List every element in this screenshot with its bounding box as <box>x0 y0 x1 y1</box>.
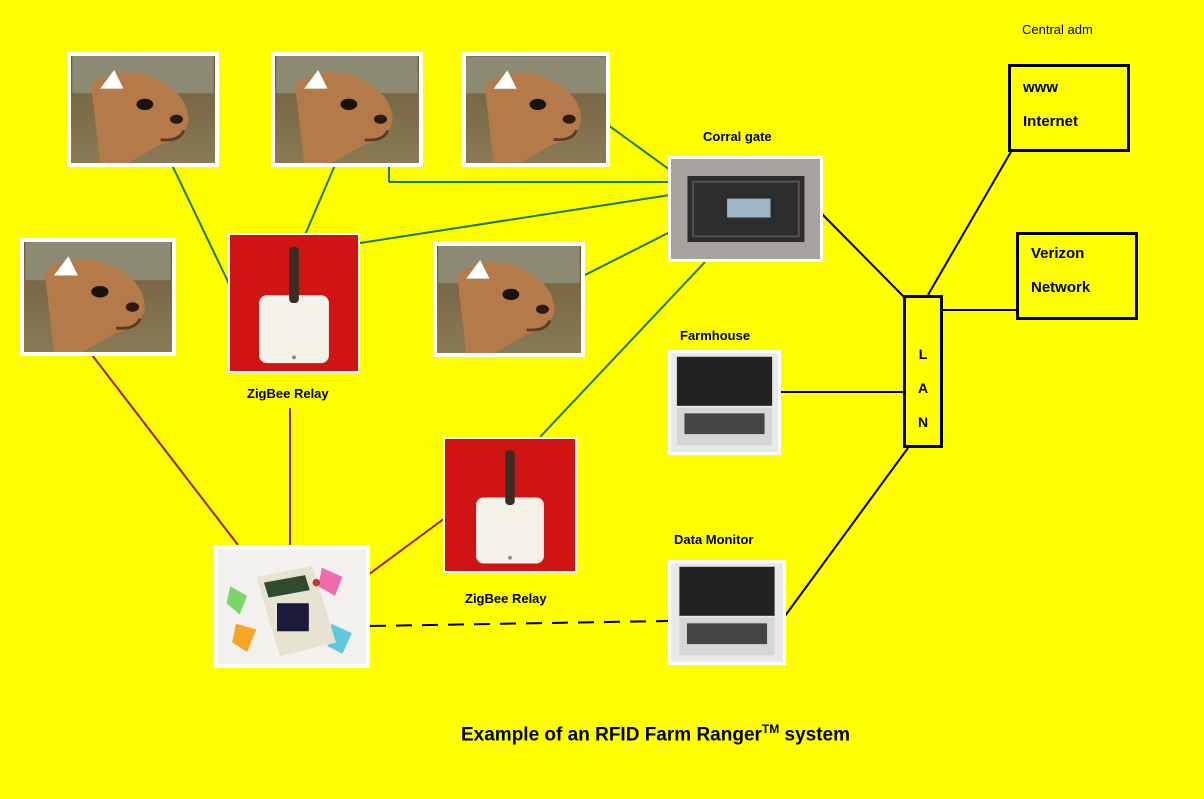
cow-photo-2 <box>271 52 423 167</box>
cow-photo-3 <box>462 52 610 167</box>
verizon-network-box: Verizon Network <box>1016 232 1138 320</box>
link-monitor-lan <box>784 447 909 617</box>
cow-photo-icon <box>438 246 580 353</box>
internet-text: Internet <box>1023 113 1079 130</box>
data-monitor-laptop <box>668 560 786 665</box>
www-text: www <box>1023 79 1059 96</box>
caption-main: Example of an RFID Farm Ranger <box>461 724 762 746</box>
zigbee-relay-2 <box>443 437 577 573</box>
corral-gate-reader <box>668 156 823 262</box>
lan-letter-a: A <box>917 380 929 396</box>
network-text: Network <box>1031 279 1091 296</box>
handheld-reader <box>214 545 370 668</box>
cow-photo-4 <box>20 238 176 356</box>
laptop-icon <box>679 566 775 656</box>
lan-switch: L A N <box>903 295 943 448</box>
cow-photo-icon <box>25 242 171 352</box>
link-relay2-handheld <box>367 517 446 576</box>
lan-letter-n: N <box>917 414 929 430</box>
link-relay1-gate <box>359 194 671 244</box>
cow-photo-icon <box>276 56 418 163</box>
laptop-icon <box>676 356 773 446</box>
data-monitor-label: Data Monitor <box>674 532 754 547</box>
central-adm-label: Central adm <box>1022 22 1093 37</box>
zigbee-relay-1-label: ZigBee Relay <box>247 386 329 401</box>
verizon-text: Verizon <box>1031 245 1085 262</box>
handheld-reader-icon <box>226 565 352 657</box>
link-relay2-gate <box>539 261 706 438</box>
corral-gate-reader-icon <box>687 175 805 243</box>
link-gate-lan <box>819 211 908 301</box>
zigbee-antenna-icon <box>476 450 544 564</box>
zigbee-relay-1 <box>228 233 360 373</box>
corral-gate-label: Corral gate <box>703 129 772 144</box>
link-cow2-relay1 <box>304 164 336 236</box>
link-cow3-gate <box>607 124 671 171</box>
farmhouse-laptop <box>668 350 781 455</box>
zigbee-antenna-icon <box>259 246 329 364</box>
zigbee-relay-2-label: ZigBee Relay <box>465 591 547 606</box>
link-cow5-gate <box>584 231 671 276</box>
cow-photo-5 <box>433 242 585 357</box>
link-lan-internet <box>927 149 1013 296</box>
lan-letter-l: L <box>918 346 928 362</box>
link-handheld-monitor <box>369 620 669 627</box>
link-cow1-relay1 <box>171 164 233 291</box>
internet-box: www Internet <box>1008 64 1130 152</box>
cow-photo-1 <box>67 52 219 167</box>
caption-tail: system <box>779 724 851 746</box>
link-cow4-handheld <box>91 354 239 546</box>
diagram-caption: Example of an RFID Farm RangerTM system <box>461 722 850 746</box>
caption-trademark: TM <box>761 722 780 736</box>
cow-photo-icon <box>72 56 214 163</box>
cow-photo-icon <box>466 56 606 163</box>
farmhouse-label: Farmhouse <box>680 328 751 343</box>
